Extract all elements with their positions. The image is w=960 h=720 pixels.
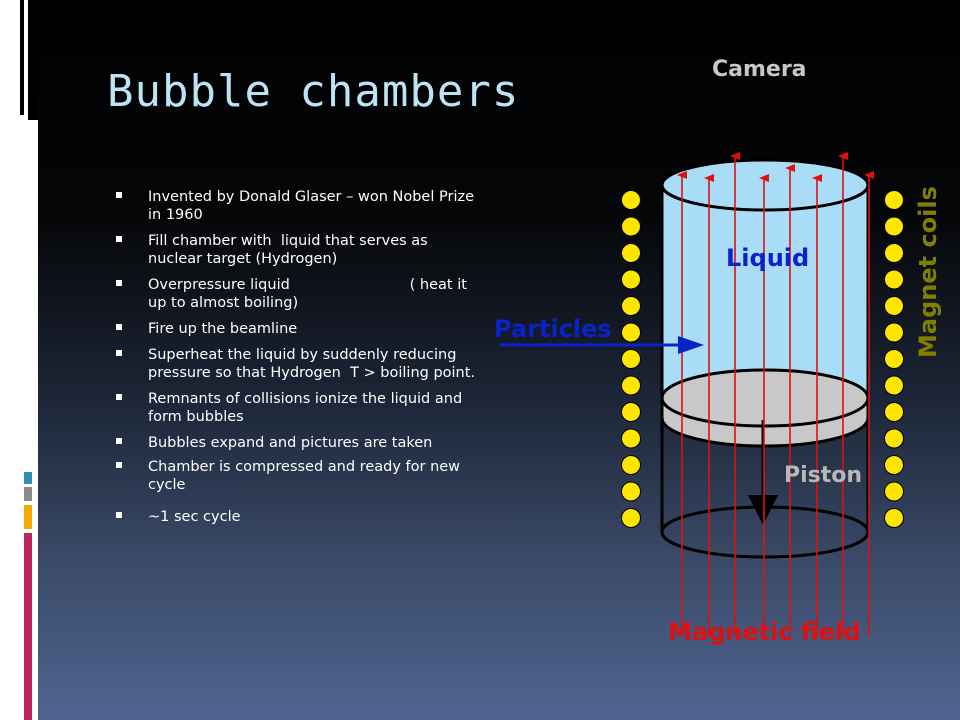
magnet-coil-dot xyxy=(621,269,641,290)
magnet-coil-dot xyxy=(884,243,904,263)
magnet-coil-dot xyxy=(884,190,904,210)
piston-top-ellipse xyxy=(660,368,870,428)
accent-bar-teal-top xyxy=(28,0,38,120)
bullet-text: Remnants of collisions ionize the liquid… xyxy=(148,391,467,425)
magnetic-field-lines xyxy=(677,152,874,636)
bubble-chamber-diagram: Camera Liquid Particles Piston Magnet co… xyxy=(494,57,942,646)
bullet-item: Fill chamber with liquid that serves as … xyxy=(116,232,484,268)
bullet-text: Overpressure liquid ( heat it up to almo… xyxy=(148,277,472,311)
magnet-coil-dot xyxy=(621,349,641,369)
magnet-coil-dot xyxy=(621,428,641,449)
magnet-coil-dot xyxy=(884,402,904,422)
bullet-item: Overpressure liquid ( heat it up to almo… xyxy=(116,276,484,312)
bullet-item: Chamber is compressed and ready for new … xyxy=(116,458,484,494)
bullet-square-icon xyxy=(116,394,122,400)
magnet-coil-dot xyxy=(621,508,641,528)
bullet-text: Fire up the beamline xyxy=(148,321,298,337)
bullet-square-icon xyxy=(116,438,122,444)
accent-bar-teal-1 xyxy=(24,472,32,484)
bullet-list: Invented by Donald Glaser – won Nobel Pr… xyxy=(116,188,484,526)
magnetic-field-label: Magnetic field xyxy=(668,618,860,646)
bullet-square-icon xyxy=(116,280,122,286)
magnet-coil-dot xyxy=(621,190,641,210)
bullet-square-icon xyxy=(116,236,122,242)
magnet-coils-right xyxy=(884,190,904,528)
magnet-coil-dot xyxy=(884,481,904,502)
bullet-text: Fill chamber with liquid that serves as … xyxy=(148,233,433,267)
piston-arrow-head xyxy=(748,495,778,525)
magnet-coil-dot xyxy=(884,455,904,475)
magnet-coil-dot xyxy=(884,322,904,343)
magnet-coil-dot xyxy=(621,375,641,396)
liquid-label: Liquid xyxy=(726,244,809,272)
magnet-coil-dot xyxy=(621,322,641,343)
magnet-coil-dot xyxy=(884,216,904,237)
magnet-coil-dot xyxy=(884,349,904,369)
magnet-coil-dot xyxy=(884,508,904,528)
magnet-coil-dot xyxy=(621,243,641,263)
bullet-square-icon xyxy=(116,512,122,518)
bullet-square-icon xyxy=(116,350,122,356)
magnet-coils-left xyxy=(621,190,641,528)
particle-beam-arrowhead xyxy=(678,336,704,354)
magnet-coil-dot xyxy=(621,481,641,502)
bullet-text: ~1 sec cycle xyxy=(148,509,241,525)
accent-bar-teal-2 xyxy=(24,533,32,720)
bullet-text: Invented by Donald Glaser – won Nobel Pr… xyxy=(148,189,479,223)
accent-bar-orange xyxy=(24,505,32,529)
bullet-item: Bubbles expand and pictures are taken xyxy=(116,434,484,452)
magnet-coil-dot xyxy=(884,296,904,316)
slide-title: Bubble chambers xyxy=(107,66,520,117)
bullet-text: Superheat the liquid by suddenly reducin… xyxy=(148,347,476,381)
bullet-item: Invented by Donald Glaser – won Nobel Pr… xyxy=(116,188,484,224)
liquid-top-ellipse xyxy=(660,158,870,212)
piston-label: Piston xyxy=(784,463,862,488)
magnet-coil-dot xyxy=(884,375,904,396)
particles-label: Particles xyxy=(494,315,612,343)
accent-bar-teal xyxy=(20,0,24,115)
magnet-coil-dot xyxy=(884,269,904,290)
bullet-square-icon xyxy=(116,192,122,198)
bullet-item: Remnants of collisions ionize the liquid… xyxy=(116,390,484,426)
bullet-item: Superheat the liquid by suddenly reducin… xyxy=(116,346,484,382)
magnet-coil-dot xyxy=(621,455,641,475)
accent-bar-grey xyxy=(24,487,32,501)
bullet-text: Chamber is compressed and ready for new … xyxy=(148,459,465,493)
magnet-coil-dot xyxy=(621,296,641,316)
bullet-item: Fire up the beamline xyxy=(116,320,484,338)
magnet-coil-dot xyxy=(621,402,641,422)
bullet-text: Bubbles expand and pictures are taken xyxy=(148,435,433,451)
bullet-square-icon xyxy=(116,462,122,468)
camera-label: Camera xyxy=(712,57,807,82)
magnet-coils-label: Magnet coils xyxy=(914,186,942,358)
bullet-item: ~1 sec cycle xyxy=(116,508,484,526)
magnet-coil-dot xyxy=(621,216,641,237)
bullet-square-icon xyxy=(116,324,122,330)
magnet-coil-dot xyxy=(884,428,904,449)
